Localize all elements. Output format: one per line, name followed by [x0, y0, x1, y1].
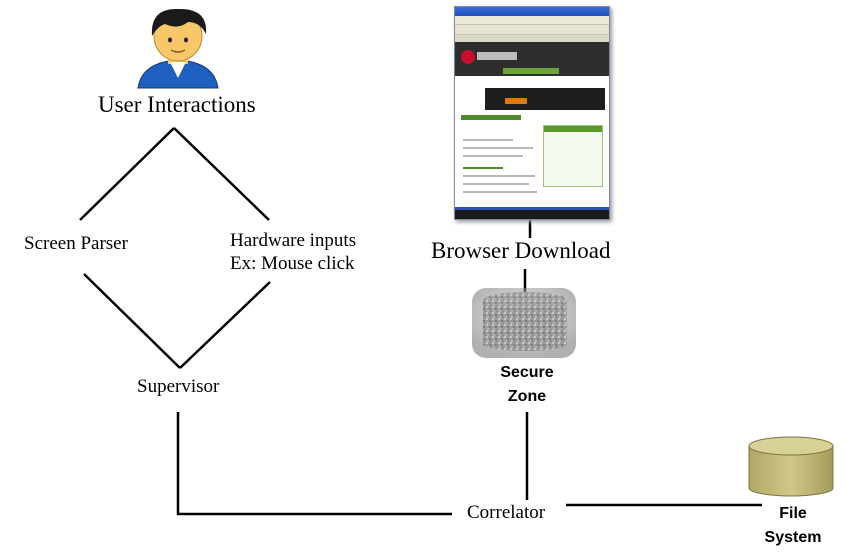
user-avatar-icon	[137, 8, 219, 89]
browser-statusbar	[455, 210, 609, 219]
edge-hardware-inputs-to-supervisor	[179, 281, 271, 369]
site-nav-bar	[503, 68, 559, 74]
site-logo-icon	[461, 50, 475, 64]
site-text-line	[463, 191, 537, 193]
site-text-line	[463, 155, 523, 157]
site-banner-ad	[485, 88, 605, 110]
site-brand-mark	[477, 52, 517, 60]
secure-zone-line2: Zone	[507, 388, 547, 405]
secure-zone-line1: Secure	[500, 364, 554, 381]
site-product-heading	[461, 115, 521, 120]
edge-user-to-screen-parser	[79, 127, 175, 221]
database-cylinder-icon	[748, 436, 834, 497]
secure-zone-label: Secure Zone	[490, 361, 564, 409]
edge-screen-parser-to-supervisor	[83, 273, 181, 369]
site-text-line	[463, 175, 535, 177]
supervisor-label: Supervisor	[137, 376, 220, 397]
browser-taskbar	[455, 207, 609, 210]
site-text-line	[463, 147, 533, 149]
correlator-label: Correlator	[467, 502, 546, 523]
browser-download-label: Browser Download	[431, 238, 611, 263]
browser-titlebar	[455, 7, 609, 16]
edge-supervisor-to-correlator	[176, 412, 452, 516]
browser-menubar	[455, 16, 609, 25]
hardware-inputs-label: Hardware inputs Ex: Mouse click	[230, 229, 356, 275]
browser-screenshot-icon	[454, 6, 610, 220]
file-system-label: File System	[756, 502, 830, 550]
browser-toolbar	[455, 25, 609, 35]
file-system-line2: System	[764, 529, 822, 546]
edge-user-to-hardware-inputs	[173, 127, 270, 221]
site-quick-specs-panel	[543, 125, 603, 187]
file-system-line1: File	[779, 505, 807, 522]
hardware-inputs-line2: Ex: Mouse click	[230, 253, 355, 274]
browser-site-header	[455, 42, 609, 76]
stone-cylinder-icon	[472, 288, 576, 358]
site-text-line	[463, 167, 503, 169]
browser-tabs	[455, 35, 609, 42]
hardware-inputs-line1: Hardware inputs	[230, 230, 357, 251]
screen-parser-label: Screen Parser	[24, 233, 128, 254]
site-text-line	[463, 183, 529, 185]
site-text-line	[463, 139, 513, 141]
user-interactions-label: User Interactions	[98, 92, 256, 117]
